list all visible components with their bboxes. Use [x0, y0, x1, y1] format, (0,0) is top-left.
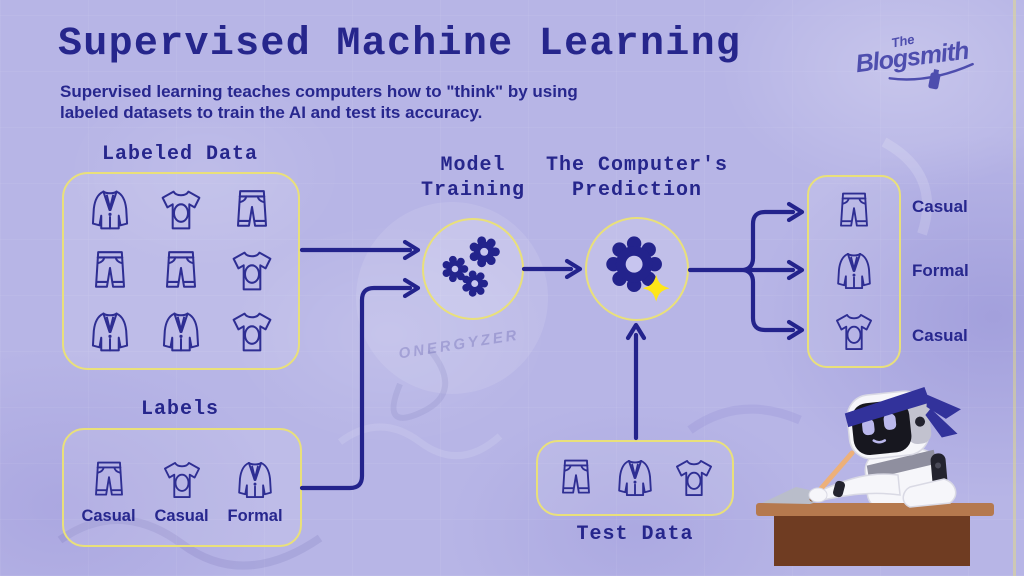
robot-head [844, 386, 961, 460]
gears-icon [442, 236, 500, 297]
tshirt-icon [836, 313, 872, 350]
blazer-icon [91, 312, 128, 352]
background-paint-streak [1013, 0, 1016, 576]
blazer-icon [837, 253, 871, 290]
desk-front [774, 516, 970, 566]
prediction-line2: Prediction [571, 179, 703, 202]
labeled-data-grid [62, 172, 300, 370]
prediction-heading: The Computer's Prediction [537, 153, 737, 203]
model-training-line1: Model [440, 154, 506, 177]
page-title: Supervised Machine Learning [58, 22, 742, 67]
label-caption: Formal [227, 506, 283, 525]
gear-sparkle-icon [606, 236, 670, 302]
desk-top [756, 503, 994, 516]
label-caption: Casual [154, 506, 209, 525]
tshirt-icon [163, 461, 200, 498]
labeled-data-heading: Labeled Data [101, 143, 259, 166]
jeans-icon [561, 459, 590, 494]
tshirt-icon [232, 312, 272, 352]
jeans-icon [94, 251, 125, 288]
model-training-line2: Training [420, 179, 525, 202]
prediction-circle [585, 217, 689, 321]
jeans-icon [165, 251, 196, 288]
robot-writing-illustration [756, 386, 994, 566]
labels-box [62, 428, 302, 547]
tshirt-icon [232, 251, 272, 291]
label-item: Casual [81, 454, 136, 526]
jeans-icon [94, 461, 123, 496]
blazer-icon [91, 190, 128, 230]
robot-bandana [844, 386, 931, 428]
subtitle-line-2: labeled datasets to train the AI and tes… [60, 103, 483, 122]
background-graffiti-text: ONERGYZER [397, 326, 521, 363]
tshirt-icon [676, 460, 713, 496]
jeans-icon [237, 190, 268, 228]
label-caption: Casual [81, 506, 136, 525]
robot-eye-right [883, 413, 897, 430]
model-training-heading: Model Training [393, 153, 553, 203]
output-label: Casual [912, 325, 968, 345]
model-training-circle [422, 218, 524, 320]
robot-right-arm [902, 478, 957, 508]
blazer-icon [238, 461, 272, 498]
page-subtitle: Supervised learning teaches computers ho… [60, 81, 578, 123]
label-item: Formal [228, 454, 283, 526]
blazer-icon [162, 312, 200, 352]
test-data-heading: Test Data [576, 523, 694, 546]
robot-hand [808, 487, 828, 503]
robot-smile [872, 439, 887, 444]
output-label: Formal [912, 261, 969, 281]
spray-can-icon [888, 62, 974, 90]
output-icon-column [807, 175, 901, 368]
labels-heading: Labels [140, 398, 219, 421]
labels-items: Casual Casual Formal [62, 428, 302, 547]
subtitle-line-1: Supervised learning teaches computers ho… [60, 82, 578, 101]
prediction-line1: The Computer's [545, 154, 729, 177]
robot-eye-left [862, 418, 875, 436]
tshirt-icon [161, 190, 201, 230]
jeans-icon [840, 192, 868, 227]
test-data-items [536, 440, 734, 516]
label-item: Casual [154, 454, 209, 526]
output-label: Casual [912, 197, 968, 217]
blazer-icon [618, 460, 652, 496]
blogsmith-logo: The Blogsmith [852, 23, 979, 102]
